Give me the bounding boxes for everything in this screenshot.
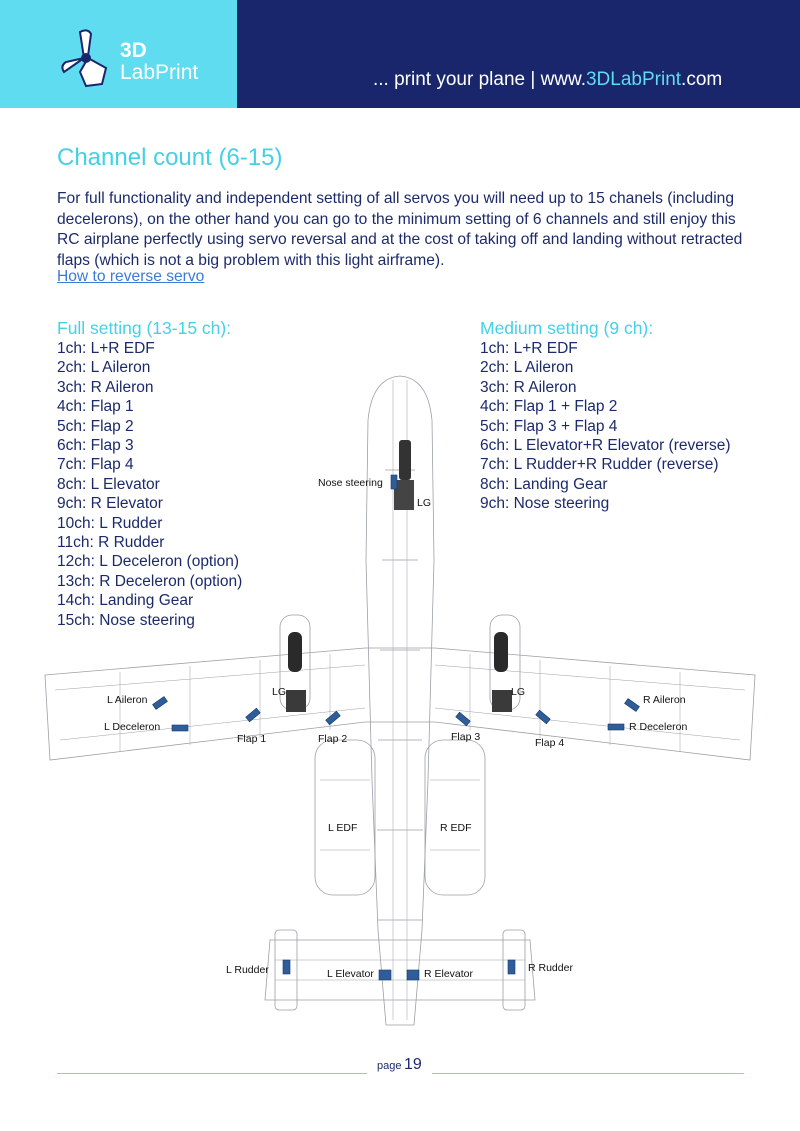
intro-paragraph: For full functionality and independent s… <box>57 190 743 269</box>
full-setting-section: Full setting (13-15 ch): 1ch: L+R EDF 2c… <box>57 317 242 630</box>
list-item: 10ch: L Rudder <box>57 514 163 532</box>
servo-l-elevator <box>378 969 392 981</box>
page-title: Channel count (6-15) <box>57 144 283 171</box>
label-l-aileron: L Aileron <box>107 694 148 706</box>
list-item: 14ch: Landing Gear <box>57 592 194 610</box>
servo-flap4 <box>535 709 551 725</box>
list-item: 5ch: Flap 3 + Flap 4 <box>480 417 618 435</box>
label-flap4: Flap 4 <box>535 737 565 749</box>
medium-setting-section: Medium setting (9 ch): 1ch: L+R EDF 2ch:… <box>480 317 731 514</box>
full-setting-heading: Full setting (13-15 ch): <box>57 318 232 338</box>
logo-line1: 3D <box>120 39 147 62</box>
list-item: 9ch: R Elevator <box>57 495 163 513</box>
list-item: 8ch: L Elevator <box>57 475 160 493</box>
list-item: 7ch: Flap 4 <box>57 456 134 474</box>
servo-r-aileron <box>624 698 640 712</box>
servo-l-rudder <box>282 959 291 975</box>
landing-gear-parts <box>286 440 512 712</box>
list-item: 6ch: Flap 3 <box>57 437 134 455</box>
list-item: 13ch: R Deceleron (option) <box>57 572 243 590</box>
list-item: 9ch: Nose steering <box>480 495 610 513</box>
servo-r-elevator <box>406 969 420 981</box>
medium-setting-list: 1ch: L+R EDF 2ch: L Aileron 3ch: R Ailer… <box>480 339 731 514</box>
servo-flap1 <box>245 707 261 723</box>
footer-divider-left <box>57 1073 367 1074</box>
label-lg-left: LG <box>272 686 287 698</box>
servo-flap3 <box>455 711 471 727</box>
medium-setting-heading: Medium setting (9 ch): <box>480 318 654 338</box>
page-number: 19 <box>404 1056 422 1073</box>
label-r-aileron: R Aileron <box>643 694 686 706</box>
header-band <box>237 0 800 108</box>
header-tagline: ... print your plane | www.3DLabPrint.co… <box>373 69 722 91</box>
list-item: 7ch: L Rudder+R Rudder (reverse) <box>480 456 719 474</box>
servo-r-rudder <box>507 959 516 975</box>
servo-l-deceleron <box>171 724 189 732</box>
list-item: 8ch: Landing Gear <box>480 475 608 493</box>
list-item: 2ch: L Aileron <box>57 359 151 377</box>
tagline-end: .com <box>681 69 723 90</box>
list-item: 3ch: R Aileron <box>57 378 154 396</box>
logo-line2: LabPrint <box>120 61 199 84</box>
label-flap3: Flap 3 <box>451 731 481 743</box>
label-l-elevator: L Elevator <box>327 968 374 980</box>
label-r-deceleron: R Deceleron <box>629 721 688 733</box>
tagline-brand: 3DLabPrint <box>585 69 682 90</box>
list-item: 4ch: Flap 1 + Flap 2 <box>480 398 618 416</box>
logo-propeller-icon <box>61 29 108 88</box>
logo-wordmark: 3D LabPrint <box>120 40 198 83</box>
label-r-edf: R EDF <box>440 822 472 834</box>
servo-r-deceleron <box>607 723 625 731</box>
list-item: 12ch: L Deceleron (option) <box>57 553 240 571</box>
list-item: 1ch: L+R EDF <box>57 340 155 357</box>
label-l-deceleron: L Deceleron <box>104 721 161 733</box>
label-lg-right: LG <box>511 686 526 698</box>
list-item: 11ch: R Rudder <box>57 534 165 552</box>
label-l-edf: L EDF <box>328 822 358 834</box>
label-lg-nose: LG <box>417 497 432 509</box>
label-flap1: Flap 1 <box>237 733 267 745</box>
list-item: 1ch: L+R EDF <box>480 340 578 357</box>
header-logo-area: 3D LabPrint <box>0 0 237 108</box>
label-r-elevator: R Elevator <box>424 968 474 980</box>
label-l-rudder: L Rudder <box>226 964 269 976</box>
label-flap2: Flap 2 <box>318 733 348 745</box>
tagline-text: ... print your plane | www. <box>373 69 586 90</box>
footer-divider-right <box>432 1073 744 1074</box>
servo-markers <box>152 474 640 981</box>
label-nose-steering: Nose steering <box>318 477 383 489</box>
servo-nose-steering <box>390 474 398 490</box>
label-r-rudder: R Rudder <box>528 962 573 974</box>
list-item: 6ch: L Elevator+R Elevator (reverse) <box>480 437 731 455</box>
list-item: 15ch: Nose steering <box>57 611 195 629</box>
list-item: 3ch: R Aileron <box>480 378 577 396</box>
page-label: page <box>377 1060 402 1072</box>
list-item: 4ch: Flap 1 <box>57 398 134 416</box>
list-item: 5ch: Flap 2 <box>57 417 134 435</box>
full-setting-list: 1ch: L+R EDF 2ch: L Aileron 3ch: R Ailer… <box>57 339 242 630</box>
reverse-servo-link[interactable]: How to reverse servo <box>57 268 205 285</box>
servo-l-aileron <box>152 696 168 710</box>
list-item: 2ch: L Aileron <box>480 359 574 377</box>
servo-flap2 <box>325 710 341 726</box>
